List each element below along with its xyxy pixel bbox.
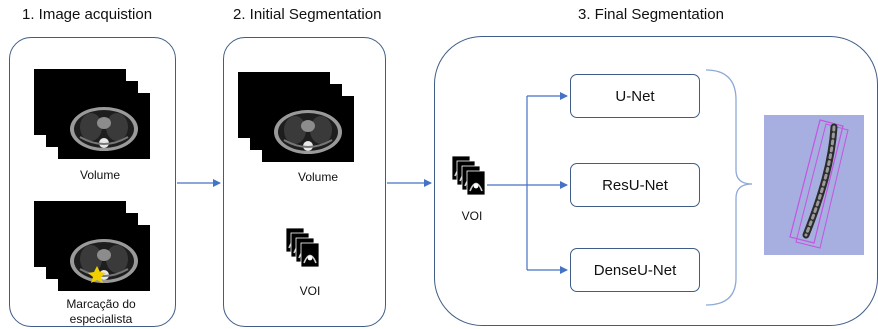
voi-stack-2 xyxy=(285,227,320,268)
stage-1-volume-label: Volume xyxy=(79,168,121,182)
expert-annotation-stack xyxy=(33,200,151,292)
unet-label: U-Net xyxy=(615,87,655,105)
stage-2-voi-label: VOI xyxy=(299,284,321,298)
unet-box: U-Net xyxy=(570,74,700,118)
volume-stack-2 xyxy=(237,71,355,163)
volume-stack-1 xyxy=(33,68,151,160)
resunet-box: ResU-Net xyxy=(570,163,700,207)
segmentation-3d-render xyxy=(764,115,864,255)
stage-2-volume-label: Volume xyxy=(297,170,339,184)
stage-1-expert-label: Marcação do especialista xyxy=(66,297,136,326)
curly-brace xyxy=(705,69,753,306)
voi-stack-3 xyxy=(451,155,486,196)
denseunet-box: DenseU-Net xyxy=(570,248,700,292)
resunet-label: ResU-Net xyxy=(602,176,668,194)
stage-3-voi-label: VOI xyxy=(461,209,483,223)
denseunet-label: DenseU-Net xyxy=(593,261,677,279)
stage-1-title: 1. Image acquistion xyxy=(22,6,153,23)
stage-3-title: 3. Final Segmentation xyxy=(578,6,724,23)
branch-arrows xyxy=(487,92,568,274)
stage-2-title: 2. Initial Segmentation xyxy=(233,6,382,23)
stage-2-panel xyxy=(223,37,386,327)
